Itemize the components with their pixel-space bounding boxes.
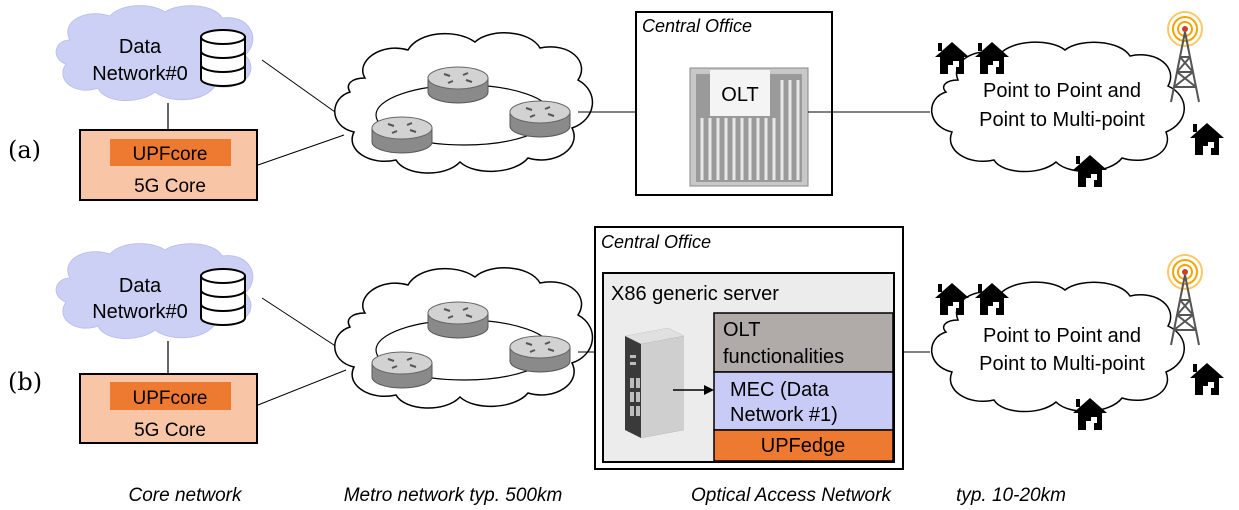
upf-core-label-b: UPFcore (133, 388, 208, 409)
access-cloud-label-a-2: Point to Multi-point (979, 109, 1145, 131)
footer-typ: typ. 10-20km (956, 485, 1066, 506)
mec-label-1: MEC (Data (730, 379, 830, 401)
data-network-label-b-1: Data (119, 275, 162, 297)
house-icon (1190, 363, 1224, 395)
router-icon (509, 100, 571, 138)
database-icon (200, 268, 246, 326)
core-5g-label-b: 5G Core (134, 420, 206, 441)
access-cloud-label-b-2: Point to Multi-point (979, 353, 1145, 375)
row-label-b: (b) (8, 368, 42, 396)
router-icon (427, 66, 489, 104)
mec-box (713, 371, 894, 431)
access-cloud-a (930, 41, 1185, 173)
server-label: X86 generic server (611, 283, 779, 305)
upf-core-box-a (110, 139, 231, 166)
router-icon (509, 335, 571, 373)
row-a: (a) Data Network#0 UPFcore 5G Core Centr… (8, 5, 1224, 201)
mec-label-2: Network #1) (730, 404, 838, 426)
access-cloud-label-b-1: Point to Point and (983, 325, 1141, 347)
footer-optical: Optical Access Network (691, 485, 892, 506)
cell-tower-icon (1167, 254, 1203, 346)
cell-tower-icon (1167, 11, 1203, 103)
house-icon (1190, 123, 1224, 155)
link-core-metro-b (257, 369, 347, 406)
upf-core-box-b (110, 382, 231, 410)
olt-functionalities-label-1: OLT (723, 319, 760, 341)
olt-functionalities-label-2: functionalities (723, 346, 844, 368)
router-icon (371, 351, 433, 389)
footer: Core network Metro network typ. 500km Op… (129, 485, 1066, 506)
house-icon (935, 42, 969, 74)
data-network-label-a-1: Data (119, 36, 162, 58)
row-b: (b) Data Network#0 UPFcore 5G Core Centr… (8, 226, 1224, 470)
arrow-head (704, 385, 714, 395)
olt-label: OLT (721, 84, 758, 106)
database-icon (200, 29, 246, 87)
upf-edge-box (713, 429, 894, 462)
access-cloud-label-a-1: Point to Point and (983, 80, 1141, 102)
olt-chassis (689, 67, 809, 187)
data-network-label-b-2: Network#0 (92, 301, 188, 323)
router-icon (427, 301, 489, 339)
footer-core: Core network (129, 485, 243, 506)
upf-core-label-a: UPFcore (133, 144, 208, 165)
house-icon (935, 283, 969, 315)
row-label-a: (a) (8, 136, 41, 164)
link-core-metro-a (257, 134, 345, 166)
upf-edge-label: UPFedge (761, 435, 846, 457)
server-tower-icon (625, 328, 684, 438)
router-icon (371, 116, 433, 154)
data-network-label-a-2: Network#0 (92, 63, 188, 85)
access-cloud-b (930, 281, 1185, 413)
core-5g-label-a: 5G Core (134, 176, 206, 197)
link-dn-metro-b (261, 297, 338, 348)
central-office-label-a: Central Office (642, 16, 752, 36)
central-office-label-b: Central Office (601, 232, 711, 252)
olt-functionalities-box (713, 312, 894, 373)
link-dn-metro-a (261, 59, 336, 113)
footer-metro: Metro network typ. 500km (344, 485, 563, 506)
